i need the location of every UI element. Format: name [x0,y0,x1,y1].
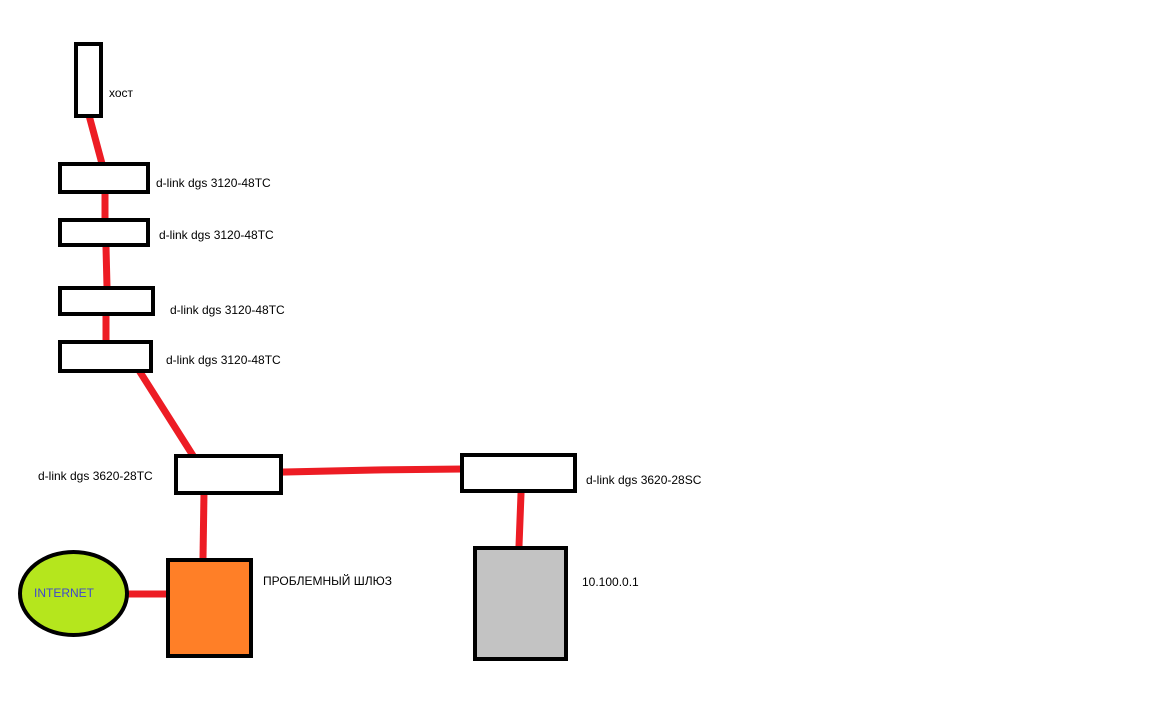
internet-node [18,550,129,637]
switch-1-label: d-link dgs 3120-48TC [156,176,271,190]
host-label: хост [109,86,134,100]
switch-2 [58,218,150,247]
right-switch [460,453,577,493]
switch-3-label: d-link dgs 3120-48TC [170,303,285,317]
link-switch4-core [135,367,197,459]
host-node [74,42,103,118]
switch-3 [58,286,155,316]
switch-1 [58,162,150,194]
internet-label: INTERNET [34,586,94,600]
core-switch [174,454,283,495]
link-core-gateway [199,488,208,562]
gateway-label: ПРОБЛЕМНЫЙ ШЛЮЗ [263,574,392,588]
gateway-node [166,558,253,658]
server-label: 10.100.0.1 [582,575,639,589]
server-node [473,546,568,661]
right-switch-label: d-link dgs 3620-28SC [586,473,702,487]
switch-4 [58,340,153,373]
core-switch-label: d-link dgs 3620-28TC [38,469,153,483]
link-right-switch-server [515,490,525,550]
switch-2-label: d-link dgs 3120-48TC [159,228,274,242]
link-switch2-switch3 [102,243,111,291]
link-core-right-switch [280,465,464,476]
link-host-switch1 [85,114,106,165]
switch-4-label: d-link dgs 3120-48TC [166,353,281,367]
